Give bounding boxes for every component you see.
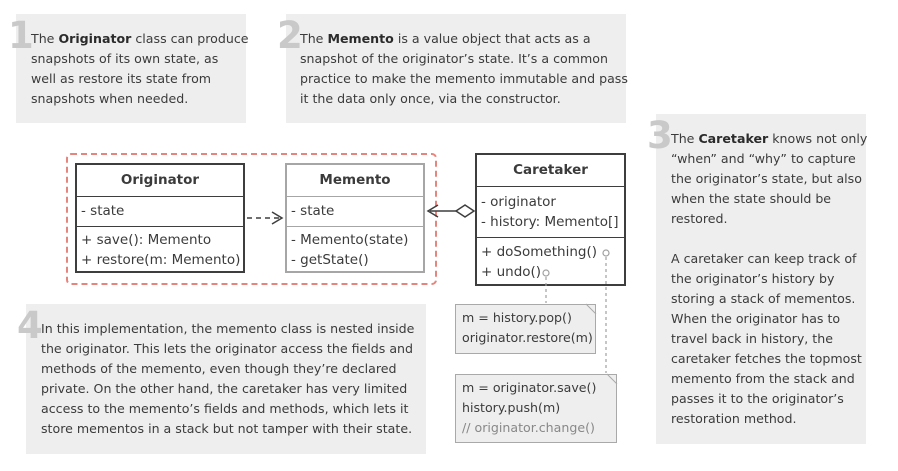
note-caretaker-text: The Caretaker knows not only “when” and “… [671,129,867,429]
note-caretaker-para2: A caretaker can keep track of the origina… [671,249,867,429]
class-originator-name: Originator [77,165,243,197]
class-memento-methods: - Memento(state) - getState() [287,227,423,270]
note-line: snapshot of the originator’s state. It’s… [300,51,608,66]
class-caretaker-name: Caretaker [477,155,624,187]
note-implementation: 4 In this implementation, the memento cl… [17,304,426,454]
note-line: the originator’s state, but also [671,171,862,186]
note-originator: 1 The Originator class can produce snapsh… [8,14,249,123]
class-member: - state [291,203,335,219]
class-memento-name: Memento [287,165,423,197]
code-note-do-something: m = originator.save() history.push(m) // o… [455,374,617,443]
class-caretaker: Caretaker - originator - history: Memento… [475,153,626,286]
code-line: // originator.change() [462,420,595,435]
aggregation-diamond [454,204,476,218]
note-line: restored. [671,211,728,226]
class-member: - originator [481,194,556,210]
class-caretaker-methods: + doSomething() + undo() [477,238,624,282]
note-line: The Originator class can produce [31,31,249,46]
class-memento-fields: - state [287,197,423,227]
note-line: when the state should be [671,191,832,206]
class-originator-fields: - state [77,197,243,227]
step-number-4: 4 [17,304,43,347]
class-member: - history: Memento[] [481,214,619,230]
class-member: - getState() [291,252,369,268]
class-member: - state [81,203,125,219]
class-member: - Memento(state) [291,232,409,248]
note-line: well as restore its state from [31,71,212,86]
note-line: the originator’s history by [671,271,835,286]
code-line: m = originator.save() [462,380,597,395]
note-line: practice to make the memento immutable a… [300,71,628,86]
note-line: methods of the memento, even though they… [41,361,397,376]
note-line: it the data only once, via the construct… [300,91,561,106]
class-member: + undo() [481,264,542,280]
code-line: m = history.pop() [462,310,572,325]
step-number-3: 3 [647,114,673,157]
note-implementation-text: In this implementation, the memento clas… [41,319,414,439]
dependency-arrowhead [271,211,284,225]
code-line: originator.restore(m) [462,330,593,345]
class-originator: Originator - state + save(): Memento + re… [75,163,245,273]
step-number-2: 2 [277,14,303,57]
note-line: storing a stack of mementos. [671,291,856,306]
note-caretaker: 3 The Caretaker knows not only “when” and… [647,114,867,444]
aggregation-arrowhead [426,204,439,218]
note-memento: 2 The Memento is a value object that act… [277,14,628,123]
note-line: In this implementation, the memento clas… [41,321,415,336]
note-line: The Memento is a value object that acts … [300,31,591,46]
note-line: snapshots when needed. [31,91,189,106]
do-something-note-anchor [602,249,610,257]
note-line: private. On the other hand, the caretake… [41,381,408,396]
note-memento-text: The Memento is a value object that acts … [300,29,628,109]
class-originator-methods: + save(): Memento + restore(m: Memento) [77,227,243,270]
note-line: snapshots of its own state, as [31,51,219,66]
code-line: history.push(m) [462,400,561,415]
note-line: access to the memento’s fields and metho… [41,401,409,416]
note-line: the originator. This lets the originator… [41,341,414,356]
step-number-1: 1 [8,14,34,57]
note-line: A caretaker can keep track of [671,251,857,266]
note-line: “when” and “why” to capture [671,151,856,166]
class-name-highlight: Caretaker [698,131,769,146]
code-note-undo: m = history.pop() originator.restore(m) [455,304,596,354]
note-line: travel back in history, the [671,331,833,346]
note-line: caretaker fetches the topmost [671,351,862,366]
class-name-highlight: Originator [58,31,132,46]
note-line: The Caretaker knows not only [671,131,868,146]
class-memento: Memento - state - Memento(state) - getSta… [285,163,425,273]
note-line: store mementos in a stack but not tamper… [41,421,413,436]
note-line: When the originator has to [671,311,841,326]
nested-class-boundary [66,153,437,285]
note-line: memento from the stack and [671,371,855,386]
class-caretaker-fields: - originator - history: Memento[] [477,187,624,238]
undo-note-anchor [542,269,550,277]
class-member: + doSomething() [481,244,597,260]
class-name-highlight: Memento [327,31,394,46]
note-line: passes it to the originator’s [671,391,844,406]
class-member: + save(): Memento [81,232,212,248]
class-member: + restore(m: Memento) [81,252,241,268]
note-caretaker-para1: The Caretaker knows not only “when” and “… [671,129,867,229]
note-line: restoration method. [671,411,797,426]
note-originator-text: The Originator class can produce snapshot… [31,29,249,109]
